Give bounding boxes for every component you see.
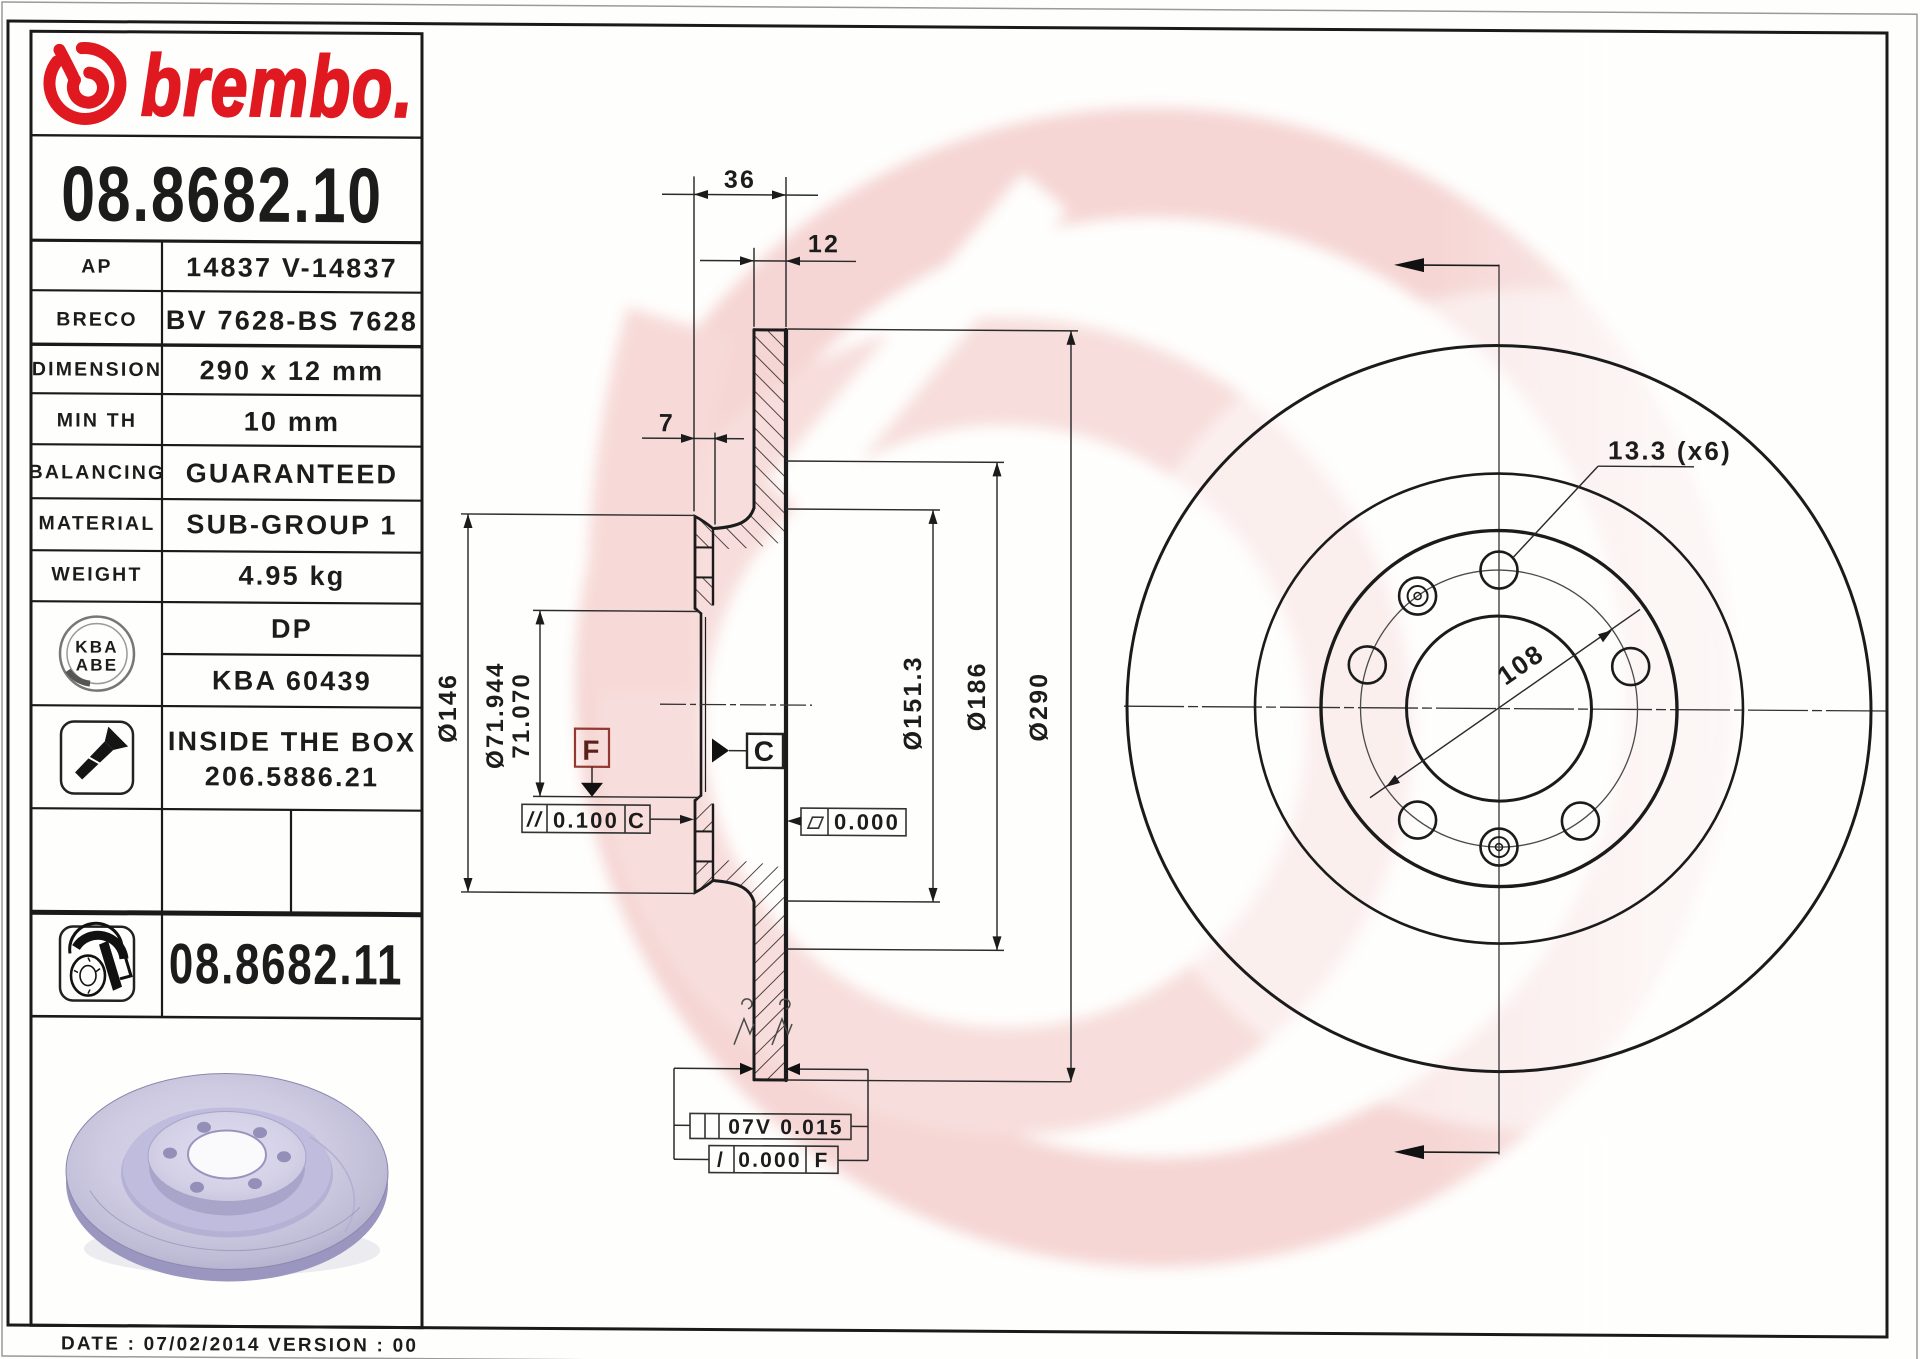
svg-text:206.5886.21: 206.5886.21 <box>205 761 379 792</box>
svg-text:0.000: 0.000 <box>738 1149 802 1172</box>
svg-text:Ø151.3: Ø151.3 <box>899 655 927 750</box>
svg-text:07V 0.015: 07V 0.015 <box>728 1116 844 1140</box>
svg-text:F: F <box>814 1149 829 1172</box>
svg-text:0.100: 0.100 <box>553 808 619 833</box>
svg-text:0.000: 0.000 <box>834 809 900 834</box>
svg-text:08.8682.11: 08.8682.11 <box>169 932 403 997</box>
svg-text:36: 36 <box>724 166 756 194</box>
svg-text:GUARANTEED: GUARANTEED <box>186 458 399 489</box>
svg-text:AP: AP <box>81 256 112 278</box>
svg-text:DATE : 07/02/2014 VERSION : 00: DATE : 07/02/2014 VERSION : 00 <box>61 1333 418 1356</box>
svg-text:KBA 60439: KBA 60439 <box>212 665 372 696</box>
svg-text:71.070: 71.070 <box>508 672 535 759</box>
svg-text:DP: DP <box>271 614 313 644</box>
svg-text:C: C <box>628 808 646 833</box>
svg-text:INSIDE THE BOX: INSIDE THE BOX <box>168 726 416 758</box>
svg-text:BALANCING: BALANCING <box>29 461 166 484</box>
svg-text:brembo.: brembo. <box>141 39 414 136</box>
svg-text:13.3 (x6): 13.3 (x6) <box>1608 435 1732 466</box>
svg-text:BRECO: BRECO <box>56 308 137 331</box>
svg-text:12: 12 <box>808 230 840 258</box>
svg-text:BV 7628-BS 7628: BV 7628-BS 7628 <box>166 305 418 337</box>
svg-text:10 mm: 10 mm <box>244 407 341 438</box>
svg-text:Ø71.944: Ø71.944 <box>482 661 509 769</box>
svg-text:DIMENSION: DIMENSION <box>32 358 162 381</box>
svg-text:4.95 kg: 4.95 kg <box>239 561 346 592</box>
svg-text://: // <box>526 808 543 831</box>
svg-text:WEIGHT: WEIGHT <box>51 563 142 586</box>
svg-text:KBA: KBA <box>75 637 118 656</box>
svg-text:08.8682.10: 08.8682.10 <box>61 150 383 239</box>
svg-text:F: F <box>582 735 601 766</box>
svg-text:SUB-GROUP 1: SUB-GROUP 1 <box>186 509 397 540</box>
svg-text:14837 V-14837: 14837 V-14837 <box>186 252 398 283</box>
svg-text:MIN TH: MIN TH <box>57 409 137 432</box>
svg-text:Ø186: Ø186 <box>963 661 991 731</box>
svg-text:MATERIAL: MATERIAL <box>39 512 156 535</box>
svg-text:7: 7 <box>659 409 675 437</box>
svg-text:C: C <box>754 736 776 767</box>
svg-text:ABE: ABE <box>76 655 118 674</box>
svg-text:Ø146: Ø146 <box>434 673 462 743</box>
svg-text:290 x 12 mm: 290 x 12 mm <box>200 355 385 386</box>
svg-text:Ø290: Ø290 <box>1025 672 1053 742</box>
svg-text:/: / <box>717 1149 725 1172</box>
